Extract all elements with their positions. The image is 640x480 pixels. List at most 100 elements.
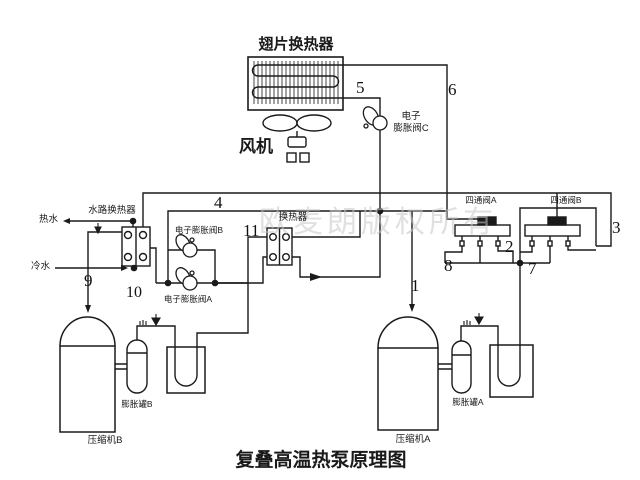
tank-b-vent-ticks	[139, 320, 147, 325]
cold-water-label: 冷水	[31, 261, 51, 272]
pipe-valvec-down	[292, 130, 381, 278]
fan-base-right	[299, 152, 310, 163]
separator-a-shell	[489, 344, 534, 398]
point-3: 3	[612, 218, 621, 237]
compressor-b-dome	[59, 316, 116, 347]
fwv-a-cap	[477, 216, 497, 226]
compressor-b	[59, 316, 116, 433]
eev-a-label: 电子膨胀阀A	[163, 294, 213, 304]
point-8: 8	[444, 256, 453, 275]
eev-b-label: 电子膨胀阀B	[174, 225, 224, 235]
pipe-fwva-leg-right	[497, 246, 514, 263]
eev-a-coil	[182, 275, 198, 291]
pipe-line9	[87, 231, 122, 308]
pipe-hot-water	[70, 220, 134, 227]
finned-hx-label: 翅片换热器	[258, 36, 334, 53]
fwv-b-legs	[531, 236, 569, 241]
junction-dots	[129, 207, 524, 287]
compressor-a-label: 压缩机A	[395, 434, 431, 445]
tank-b-label: 膨胀罐B	[121, 399, 153, 409]
flow-arrows	[63, 218, 415, 313]
compressor-a-body	[377, 347, 439, 431]
four-way-valve-a-label: 四通阀A	[465, 195, 497, 205]
point-11: 11	[243, 221, 260, 240]
fwv-a-foot	[495, 240, 501, 247]
tank-b-valve-icon	[151, 317, 161, 327]
line9-valve-icon	[94, 226, 102, 235]
tank-b-shell	[126, 339, 148, 394]
cascade-heat-exchanger	[266, 227, 293, 266]
tank-a-shell	[451, 340, 472, 394]
hot-water-label: 热水	[39, 214, 59, 225]
fwv-b-cap	[547, 216, 567, 226]
fan-blade-right	[296, 114, 332, 132]
junction-dot	[376, 207, 384, 215]
fwv-a-foot	[459, 240, 465, 247]
separator-a	[489, 344, 534, 398]
junction-dot	[516, 259, 524, 267]
eev-a-port	[189, 270, 195, 276]
separator-b	[166, 346, 206, 394]
water-hx-port	[123, 252, 133, 262]
fan	[262, 114, 332, 163]
fwv-a-legs	[461, 236, 499, 241]
eev-b-port	[189, 237, 195, 243]
pipe-waterhx-stub	[150, 247, 157, 283]
point-10: 10	[126, 284, 142, 301]
fins	[253, 61, 339, 104]
water-hx-port	[138, 230, 148, 240]
cascade-hx-port	[269, 252, 278, 261]
tank-a-valve-icon	[474, 316, 484, 326]
pipe-compa-tank	[438, 363, 452, 370]
pipe-fwvb-leg-right	[567, 246, 596, 251]
hot-water-arrow	[63, 218, 70, 224]
point-1: 1	[411, 276, 420, 295]
junction-dot	[130, 264, 138, 272]
point-7: 7	[528, 259, 537, 278]
expansion-tank-b	[126, 339, 148, 394]
water-heat-exchanger	[121, 226, 151, 267]
cascade-hx-label: 换热器	[278, 212, 308, 223]
compressor-b-body	[59, 345, 116, 433]
finned-hx-frame	[247, 56, 344, 111]
junction-dot	[129, 217, 137, 225]
fan-blade-left	[262, 114, 298, 132]
eev-b-symbol	[175, 234, 198, 258]
eev-c-label-line2: 膨胀阀C	[393, 123, 429, 134]
coil	[251, 64, 343, 99]
pipe-fwvb-leg-left	[520, 246, 533, 253]
eev-c-coil	[372, 115, 388, 131]
pipe-fwva-leg-left	[444, 246, 463, 263]
point-2: 2	[505, 237, 514, 256]
flow-arrow	[310, 273, 322, 281]
compressor-a	[377, 316, 439, 431]
watermark-text: 欧麦朗版权所有	[259, 206, 497, 239]
pipe-separator-a-loop	[460, 263, 521, 387]
separator-b-shell	[166, 346, 206, 394]
point-9: 9	[84, 271, 93, 290]
cold-water-arrow	[121, 265, 128, 271]
eev-c-label-line1: 电子	[401, 111, 421, 122]
fan-label: 风机	[239, 137, 273, 156]
pipe-line4	[167, 210, 447, 283]
eev-c-port	[363, 123, 369, 129]
tank-a-vent-ticks	[463, 320, 471, 325]
fwv-b-foot	[547, 240, 553, 247]
compressor-b-label: 压缩机B	[87, 435, 123, 446]
pipe-line3	[142, 192, 612, 247]
pipe-separator-b-loop	[136, 236, 267, 387]
cascade-hx-port	[269, 232, 278, 241]
pipes	[55, 64, 612, 387]
point-6: 6	[448, 80, 457, 99]
fwv-b-body	[524, 224, 581, 237]
pipe-cascade-top-right	[292, 211, 361, 238]
compressor-a-inlet-arrow	[409, 304, 415, 312]
fwv-a-foot	[477, 240, 483, 247]
fwv-b-foot	[565, 240, 571, 247]
junction-dot	[211, 279, 219, 287]
compressor-a-dome	[377, 316, 439, 349]
expansion-tank-a	[451, 340, 472, 394]
pipe-compb-tank	[115, 363, 127, 370]
point-4: 4	[214, 193, 223, 212]
water-hx-port	[138, 252, 148, 262]
